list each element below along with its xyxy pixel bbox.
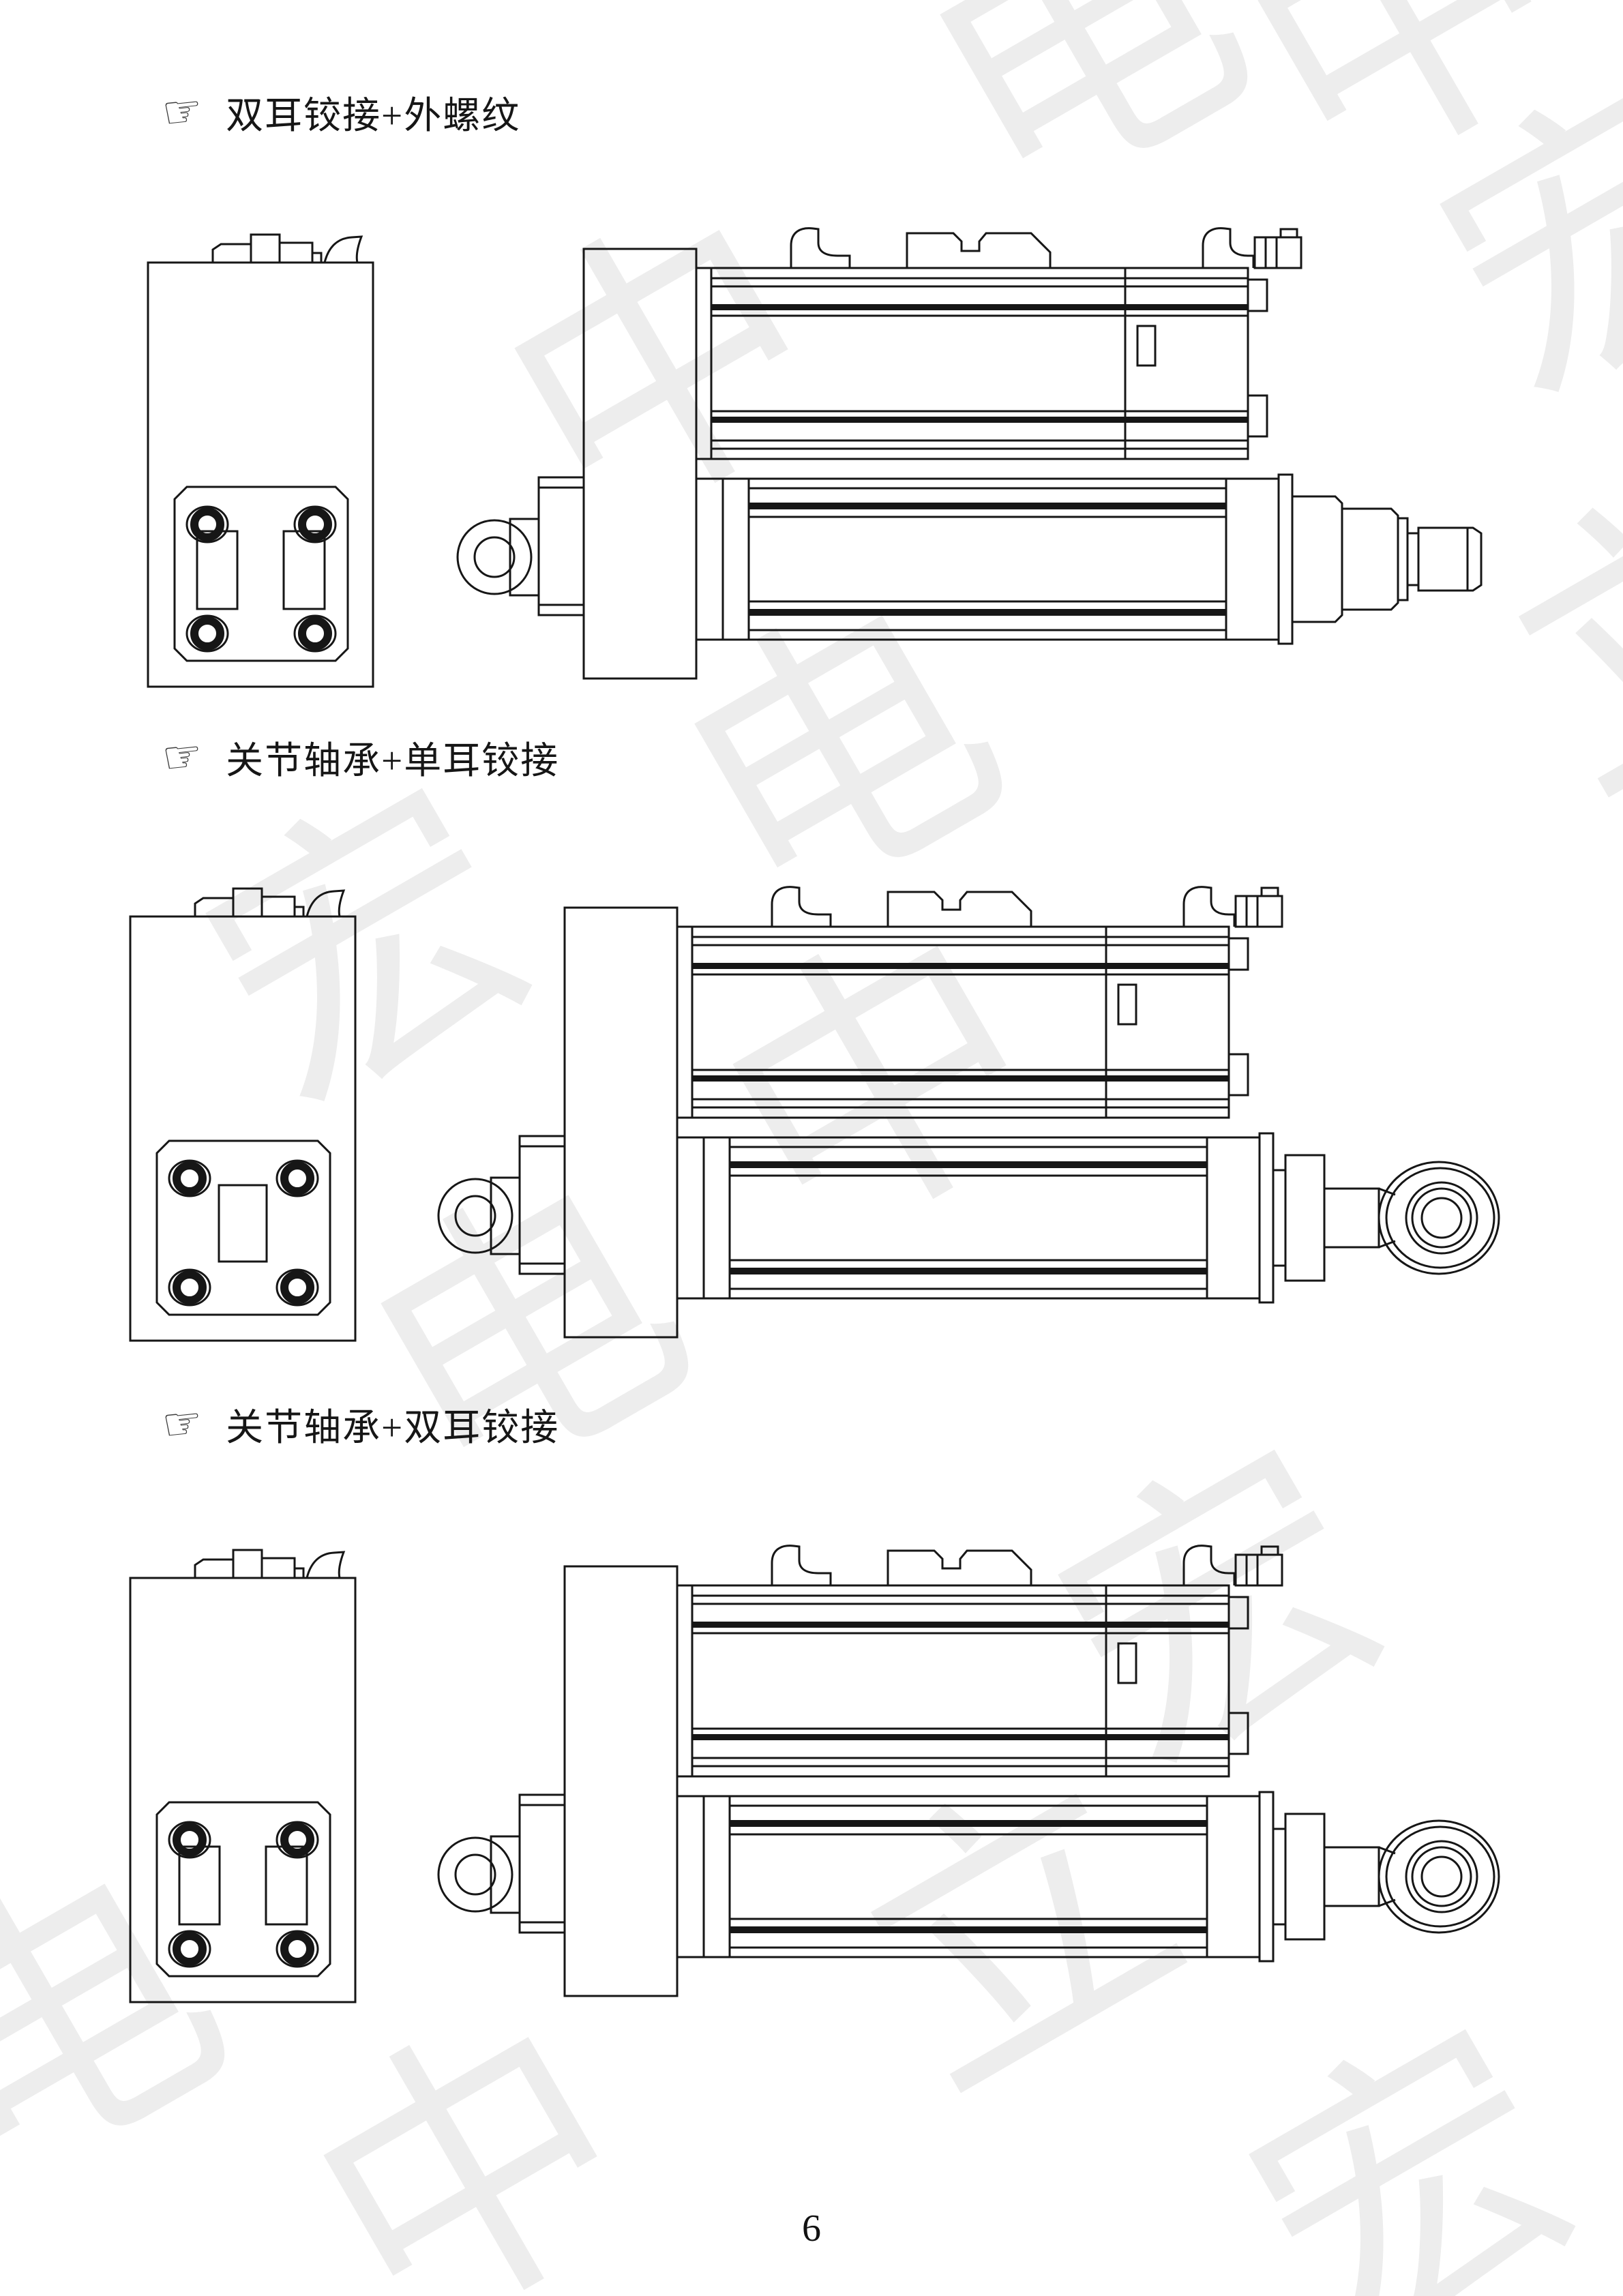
pointing-hand-icon: ☞ [160,1395,205,1452]
side-view-svg [417,1542,1508,2006]
section-title-3: 关节轴承+双耳铰接 [226,1407,560,1448]
section-heading-3: ☞ 关节轴承+双耳铰接 [160,1395,560,1452]
front-view-svg [127,881,359,1345]
front-view-svg [127,1542,359,2006]
front-view-svg [145,227,376,691]
pointing-hand-icon: ☞ [160,728,205,785]
section-title-2: 关节轴承+单耳铰接 [226,740,560,781]
side-view-rod-eye-drawing-2 [417,1542,1508,2006]
watermark-char: 宏 [1206,1978,1623,2296]
front-view-double-clevis-drawing-2 [127,1542,359,2006]
side-view-svg [417,884,1508,1347]
front-view-single-clevis-drawing [127,881,359,1345]
watermark-char: 电 [879,0,1296,265]
section-title-1: 双耳铰接+外螺纹 [226,95,521,136]
section-heading-1: ☞ 双耳铰接+外螺纹 [160,83,521,140]
section-heading-2: ☞ 关节轴承+单耳铰接 [160,728,560,786]
side-view-svg [436,225,1528,689]
side-view-thread-end-drawing [436,225,1528,689]
page-number: 6 [802,2207,821,2250]
pointing-hand-icon: ☞ [160,83,205,140]
front-view-double-clevis-drawing-1 [145,227,376,691]
side-view-rod-eye-drawing-1 [417,884,1508,1347]
